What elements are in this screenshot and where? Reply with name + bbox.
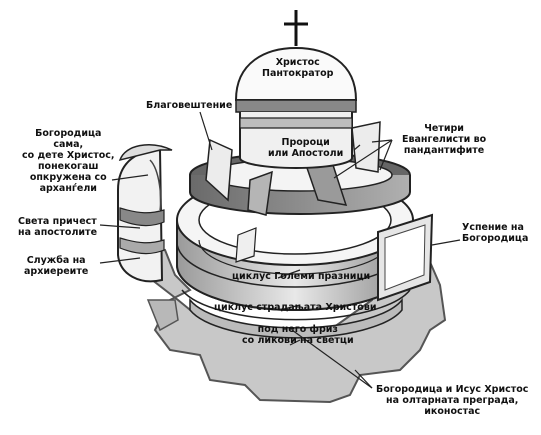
- label-line: опкружена со: [29, 172, 107, 183]
- label-line: Служба на: [26, 255, 86, 266]
- label-dormition: Успение на Богородица: [462, 222, 528, 244]
- label-line: или Апостоли: [268, 148, 344, 159]
- label-line: Света причест: [18, 216, 97, 227]
- label-line: со дете Христос,: [22, 150, 115, 161]
- label-line: Богородица: [35, 128, 102, 139]
- label-virgin: Богородица сама, со дете Христос, понеко…: [22, 128, 115, 194]
- label-line: Благовештение: [146, 100, 233, 111]
- label-pantocrator: Христос Пантократор: [262, 57, 333, 79]
- label-line: на апостолите: [18, 227, 98, 238]
- label-line: Богородица: [462, 233, 529, 244]
- label-line: Пророци: [281, 137, 330, 148]
- leader-lines: [99, 111, 461, 389]
- label-line: циклус страдањата Христови: [214, 302, 377, 313]
- label-line: со ликови на светци: [242, 335, 354, 346]
- dome: [234, 46, 358, 169]
- label-line: арханѓели: [39, 183, 97, 194]
- label-iconostasis: Богородица и Исус Христос на олтарната п…: [376, 384, 528, 417]
- label-line: Богородица и Исус Христос: [376, 384, 529, 395]
- label-feasts: циклус Големи празници: [232, 271, 370, 282]
- label-line: Четири: [424, 123, 464, 134]
- label-saints: под него фриз со ликови на светци: [242, 324, 354, 346]
- label-line: иконостас: [424, 406, 481, 417]
- label-line: на олтарната преграда,: [386, 395, 519, 406]
- label-line: Христос: [275, 57, 320, 68]
- label-line: сама,: [53, 139, 84, 150]
- dormition-panel: [377, 213, 434, 302]
- apse: [117, 144, 173, 283]
- inner-panel: [235, 227, 257, 263]
- label-passion: циклус страдањата Христови: [214, 302, 377, 313]
- label-communion: Света причест на апостолите: [18, 216, 97, 238]
- label-line: понекогаш: [37, 161, 99, 172]
- label-line: Евангелисти во: [402, 134, 487, 145]
- label-service: Служба на архиереите: [24, 255, 88, 277]
- label-line: пандантифите: [403, 145, 485, 156]
- pendentives: [205, 121, 381, 216]
- label-evangelists: Четири Евангелисти во пандантифите: [402, 123, 486, 156]
- label-line: под него фриз: [257, 324, 338, 335]
- label-annunciation: Благовештение: [146, 100, 232, 111]
- label-line: архиереите: [24, 266, 89, 277]
- cross-icon: [284, 10, 308, 46]
- label-prophets: Пророци или Апостоли: [268, 137, 343, 159]
- label-line: Пантократор: [262, 68, 334, 79]
- label-line: Успение на: [462, 222, 524, 233]
- label-line: циклус Големи празници: [232, 271, 371, 282]
